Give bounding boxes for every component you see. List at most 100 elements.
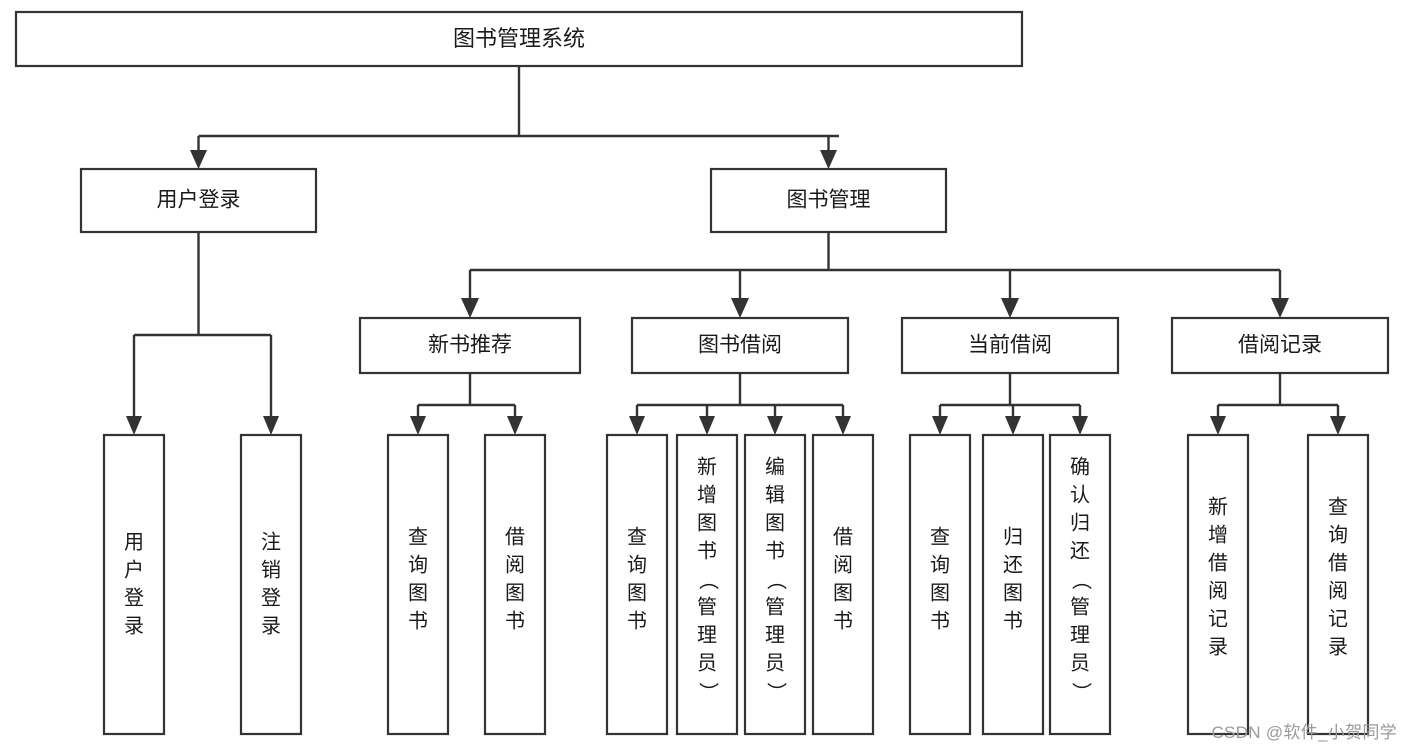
leaf-query-book-3-box[interactable] — [908, 433, 972, 736]
leaf-label-char: 确 — [1070, 455, 1090, 478]
leaf-add-book-box[interactable] — [675, 433, 739, 736]
leaf-label-char: 书 — [930, 609, 950, 632]
node-book-manage[interactable]: 图书管理 — [709, 167, 948, 234]
leaf-label-char: 询 — [408, 553, 428, 576]
leaf-label-char: 认 — [1070, 483, 1090, 506]
arrow-to-leaf-add-borrow-record — [1210, 416, 1226, 435]
leaf-label-char: 查 — [627, 525, 647, 548]
node-root[interactable]: 图书管理系统 — [14, 10, 1024, 68]
leaf-label-char: 书 — [627, 609, 647, 632]
leaf-label-char: 录 — [1328, 636, 1348, 658]
leaf-logout-login-box[interactable] — [239, 433, 303, 736]
leaf-label-char: 书 — [505, 609, 525, 632]
leaf-confirm-return-box[interactable] — [1048, 433, 1112, 736]
leaf-label-char: 新 — [697, 455, 717, 478]
leaf-query-borrow-record-box[interactable] — [1306, 433, 1370, 736]
leaf-borrow-book-1-box[interactable] — [483, 433, 547, 736]
root-label: 图书管理系统 — [453, 26, 585, 51]
leaf-label-char: 查 — [408, 525, 428, 548]
leaf-label-char: 询 — [1328, 523, 1348, 546]
leaf-label-char: （ — [697, 570, 720, 590]
leaf-query-book-1-box[interactable] — [386, 433, 450, 736]
root-box[interactable] — [14, 10, 1024, 68]
leaf-label-char: 录 — [124, 615, 144, 637]
user-login-label: 用户登录 — [157, 189, 241, 212]
leaf-label-char: 书 — [833, 609, 853, 632]
leaf-label-char: 用 — [124, 531, 144, 553]
leaf-label-char: 归 — [1003, 525, 1023, 548]
leaf-label-char: 借 — [833, 525, 853, 548]
node-current-borrow[interactable]: 当前借阅 — [900, 316, 1120, 375]
leaf-label-char: 管 — [697, 595, 717, 618]
arrow-to-leaf-return-book — [1005, 416, 1021, 435]
leaf-label-char: 登 — [124, 586, 144, 609]
new-book-recommend-label: 新书推荐 — [428, 334, 512, 357]
leaf-label-char: 记 — [1328, 607, 1348, 630]
edge-current-borrow-bus — [938, 373, 1082, 418]
leaf-query-book-2-box[interactable] — [605, 433, 669, 736]
leaf-user-login-label: 用户登录 — [124, 531, 144, 637]
leaf-return-book-box[interactable] — [981, 433, 1045, 736]
edge-root-bus — [197, 66, 839, 152]
leaf-label-char: 询 — [627, 553, 647, 576]
book-borrow-box[interactable] — [630, 316, 850, 375]
edge-new-book-recommend-bus — [416, 373, 517, 418]
leaf-label-char: 借 — [1208, 551, 1228, 574]
leaf-label-char: 理 — [765, 624, 785, 646]
arrow-to-leaf-query-borrow-record — [1330, 416, 1346, 435]
leaf-label-char: 录 — [261, 615, 281, 637]
arrow-to-current-borrow — [1001, 298, 1019, 318]
leaf-label-char: 阅 — [833, 553, 853, 576]
user-login-box[interactable] — [79, 167, 318, 234]
node-new-book-recommend[interactable]: 新书推荐 — [358, 316, 582, 375]
current-borrow-box[interactable] — [900, 316, 1120, 375]
leaf-label-char: 图 — [930, 582, 950, 604]
edge-book-borrow-bus — [635, 373, 845, 418]
leaf-label-char: 编 — [765, 455, 785, 478]
node-leaf-user-login[interactable]: 用户登录 — [102, 433, 166, 736]
leaf-label-char: 图 — [408, 582, 428, 604]
arrow-to-leaf-query-book-3 — [932, 416, 948, 435]
leaf-label-char: 还 — [1070, 539, 1090, 562]
leaf-label-char: 图 — [505, 582, 525, 604]
leaf-add-borrow-record-box[interactable] — [1186, 433, 1250, 736]
node-borrow-record[interactable]: 借阅记录 — [1170, 316, 1390, 375]
borrow-record-box[interactable] — [1170, 316, 1390, 375]
node-book-borrow[interactable]: 图书借阅 — [630, 316, 850, 375]
arrow-to-leaf-query-book-2 — [629, 416, 645, 435]
arrow-to-leaf-query-book-1 — [410, 416, 426, 435]
leaf-label-char: 阅 — [505, 553, 525, 576]
leaf-borrow-book-2-box[interactable] — [811, 433, 875, 736]
edge-borrow-record-bus — [1216, 373, 1340, 418]
leaf-label-char: 阅 — [1328, 579, 1348, 602]
leaf-label-char: 图 — [765, 512, 785, 534]
leaf-label-char: 理 — [697, 624, 717, 646]
arrow-to-leaf-user-login — [126, 416, 142, 435]
book-manage-box[interactable] — [709, 167, 948, 234]
leaf-label-char: 理 — [1070, 624, 1090, 646]
node-user-login[interactable]: 用户登录 — [79, 167, 318, 234]
arrow-to-book-borrow — [731, 298, 749, 318]
new-book-recommend-box[interactable] — [358, 316, 582, 375]
leaf-edit-book-box[interactable] — [743, 433, 807, 736]
leaf-user-login-box[interactable] — [102, 433, 166, 736]
leaf-label-char: ） — [765, 682, 788, 702]
